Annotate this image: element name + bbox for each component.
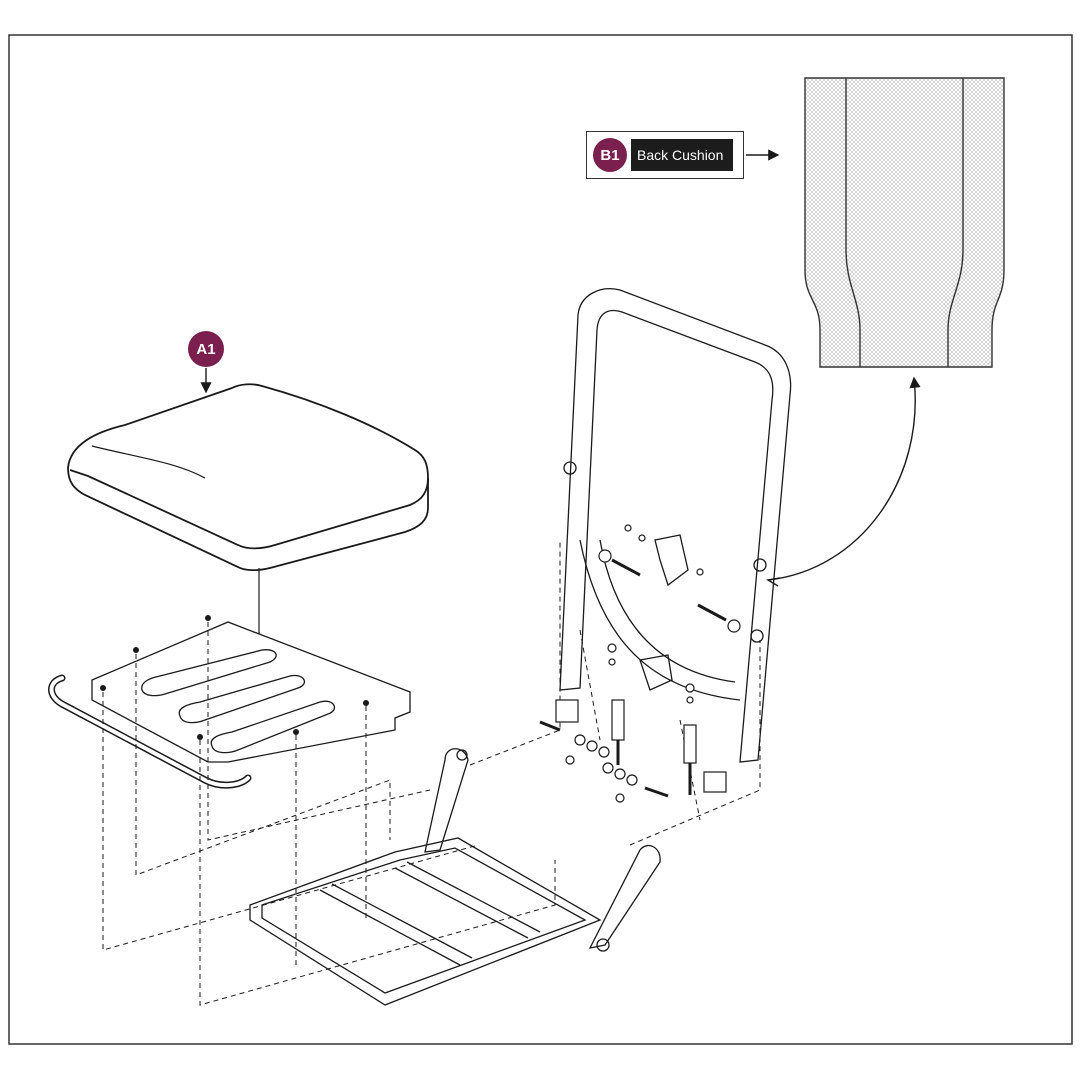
pan-screws [100,615,369,740]
callout-a1-badge: A1 [188,331,224,367]
seat-cushion [67,383,429,572]
back-cushion [804,77,1005,368]
frame-hardware [539,524,741,803]
assembly-guide-lines [102,540,761,1006]
seat-pan [91,621,411,763]
diagram-border [8,34,1073,1045]
lower-seat-frame [249,748,661,1006]
cushion-mount-arrow [767,376,921,581]
callout-b1: B1 Back Cushion [586,131,744,179]
back-frame [559,288,792,763]
callout-b1-badge: B1 [593,138,627,172]
callout-b1-label: Back Cushion [631,139,733,171]
